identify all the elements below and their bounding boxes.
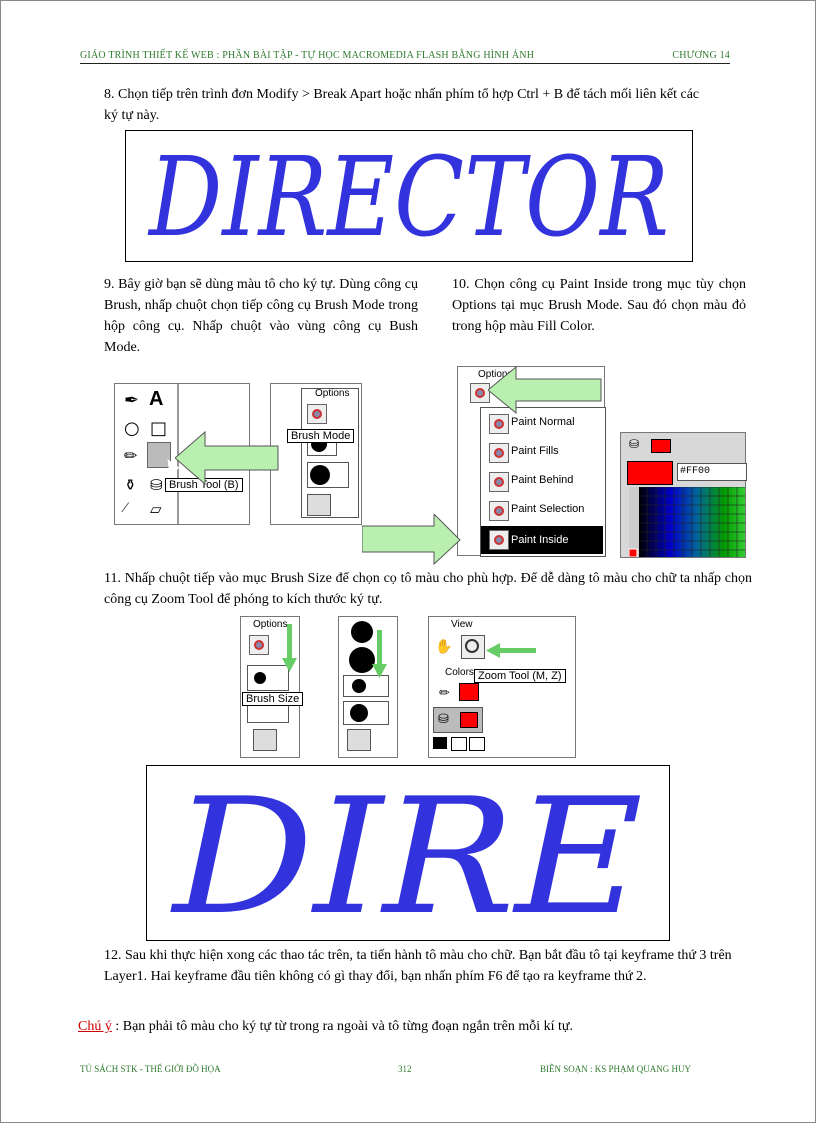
brush-mode-icon[interactable] — [249, 635, 269, 655]
director-text: DIRECTOR — [147, 133, 669, 261]
note-label: Chú ý — [78, 1019, 112, 1034]
ink-bottle-icon[interactable]: ⚱ — [124, 478, 137, 494]
paint-fills-icon — [489, 443, 509, 463]
green-arrow-zoom — [486, 643, 536, 658]
paint-behind-icon — [489, 472, 509, 492]
paint-bucket-icon[interactable]: ⛁ — [150, 478, 163, 494]
zoom-tool-icon[interactable] — [461, 635, 485, 659]
paint-inside-icon — [489, 530, 509, 550]
stroke-color-icon: ✏ — [439, 685, 450, 700]
eraser-tool-icon[interactable]: ▱ — [150, 502, 162, 518]
green-arrow-down-2 — [372, 630, 387, 678]
selected-color-preview — [627, 461, 673, 485]
oval-tool-icon[interactable]: ○ — [124, 418, 140, 439]
colors-label: Colors — [445, 667, 474, 678]
paint-bucket-icon: ⛁ — [629, 437, 640, 451]
dropper-tool-icon[interactable]: ⁄ — [124, 500, 127, 516]
pencil-tool-icon[interactable]: ✏ — [124, 446, 138, 465]
no-color-icon[interactable] — [451, 737, 467, 751]
checkmark-icon: ✔ — [469, 532, 480, 546]
note-text: : Bạn phải tô màu cho ký tự từ trong ra … — [115, 1019, 574, 1034]
options-panel-brush-mode: Options — [270, 383, 362, 525]
green-arrow-left — [175, 430, 279, 486]
step-11-text: 11. Nhấp chuột tiếp vào mục Brush Size đ… — [104, 571, 752, 607]
options-label: Options — [315, 388, 350, 399]
menu-paint-fills[interactable]: Paint Fills — [511, 445, 559, 457]
menu-paint-inside-row[interactable]: ✔ Paint Inside — [469, 526, 603, 554]
rectangle-tool-icon[interactable]: □ — [150, 418, 168, 439]
fill-color-swatch[interactable] — [651, 439, 671, 453]
brush-tool-icon[interactable] — [147, 442, 171, 468]
menu-paint-inside[interactable]: Paint Inside — [511, 534, 569, 546]
options-label: Options — [253, 619, 288, 630]
swap-colors-icon[interactable] — [469, 737, 485, 751]
green-arrow-down-1 — [282, 624, 297, 672]
footer-right: BIÊN SOẠN : KS PHẠM QUANG HUY — [540, 1064, 692, 1074]
step-12-text: 12. Sau khi thực hiện xong các thao tác … — [104, 948, 732, 984]
step-10-text: 10. Chọn công cụ Paint Inside trong mục … — [452, 277, 746, 334]
fill-color-control[interactable]: ⛁ — [433, 707, 483, 733]
brush-mode-icon[interactable] — [470, 383, 490, 403]
green-arrow-options — [488, 365, 602, 415]
header-rule — [80, 63, 730, 64]
lock-fill-icon[interactable] — [347, 729, 371, 751]
fill-color-palette: ⛁ #FF00 — [620, 432, 747, 558]
color-swatch-grid[interactable] — [629, 487, 745, 557]
view-colors-panel: View ✋ Colors ✏ ⛁ — [428, 616, 576, 758]
brush-size-tooltip: Brush Size — [242, 692, 304, 706]
green-arrow-right — [362, 514, 461, 566]
footer-left: TỦ SÁCH STK - THẾ GIỚI ĐỒ HỌA — [80, 1064, 221, 1074]
step-8-text: 8. Chọn tiếp trên trình đơn Modify > Bre… — [104, 87, 700, 123]
page-number: 312 — [398, 1064, 412, 1074]
menu-paint-selection[interactable]: Paint Selection — [511, 503, 585, 515]
brush-mode-dropdown: Paint Normal Paint Fills Paint Behind Pa… — [469, 407, 606, 557]
options-label: Options — [478, 369, 513, 380]
brush-mode-tooltip: Brush Mode — [287, 429, 355, 443]
paint-selection-icon — [489, 501, 509, 521]
header-title: GIÁO TRÌNH THIẾT KẾ WEB : PHẦN BÀI TẬP -… — [80, 50, 535, 61]
note: Chú ý : Bạn phải tô màu cho ký tự từ tro… — [78, 1016, 758, 1037]
step-9-text: 9. Bây giờ bạn sẽ dùng màu tô cho ký tự.… — [104, 277, 418, 355]
lock-fill-icon[interactable] — [253, 729, 277, 751]
hex-color-field[interactable]: #FF00 — [677, 463, 747, 481]
view-label: View — [451, 619, 473, 630]
dire-text: DIRE — [170, 766, 643, 940]
paint-normal-icon — [489, 414, 509, 434]
brush-tool-tooltip: Brush Tool (B) — [165, 478, 243, 492]
paint-bucket-icon: ⛁ — [438, 711, 449, 726]
hand-tool-icon[interactable]: ✋ — [435, 640, 453, 655]
menu-paint-normal[interactable]: Paint Normal — [511, 416, 575, 428]
zoom-tool-tooltip: Zoom Tool (M, Z) — [474, 669, 566, 683]
brush-size-dropdown-panel — [338, 616, 398, 758]
lock-fill-icon[interactable] — [307, 494, 331, 516]
default-colors-icon[interactable] — [433, 737, 447, 749]
director-banner: DIRECTOR — [125, 130, 693, 262]
stroke-color-swatch[interactable] — [459, 683, 479, 701]
text-tool-icon[interactable]: A — [149, 388, 164, 410]
brush-mode-icon[interactable] — [307, 404, 327, 424]
pen-tool-icon[interactable]: ✒ — [124, 390, 140, 411]
menu-paint-behind[interactable]: Paint Behind — [511, 474, 574, 486]
dire-banner: DIRE — [146, 765, 670, 941]
header-chapter: CHƯƠNG 14 — [672, 50, 730, 61]
